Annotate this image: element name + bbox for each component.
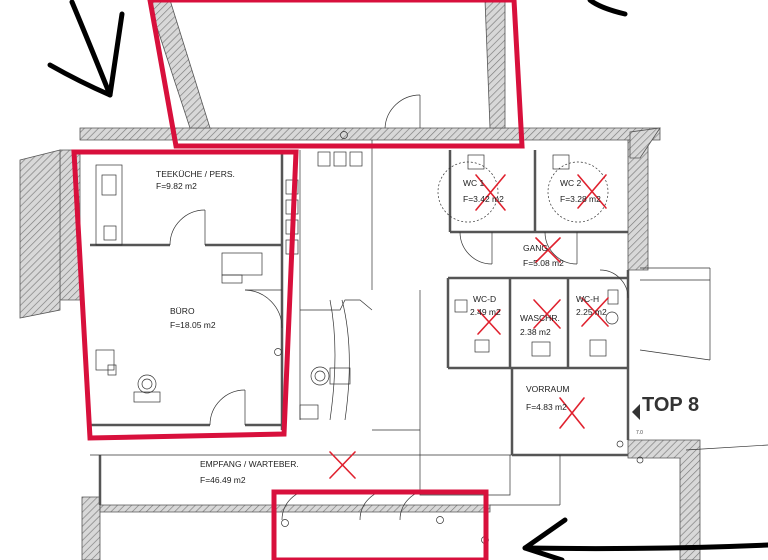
room-area-gang: F=5.08 m2 bbox=[523, 258, 564, 268]
exterior-walls bbox=[19, 0, 701, 560]
room-area-waschr: 2.38 m2 bbox=[520, 327, 551, 337]
room-label-waschr: WASCHR. bbox=[520, 313, 560, 323]
cross-waschr bbox=[533, 299, 561, 329]
room-area-wc-h: 2.25 m2 bbox=[576, 307, 607, 317]
room-area-wc-d: 2.49 m2 bbox=[470, 307, 501, 317]
room-label-gang: GANG bbox=[523, 243, 549, 253]
room-area-wc1: F=3.42 m2 bbox=[463, 194, 504, 204]
highlighted-areas bbox=[71, 0, 525, 560]
unit-marker-icon bbox=[632, 404, 640, 420]
room-area-vorraum: F=4.83 m2 bbox=[526, 402, 567, 412]
arrow-top-left bbox=[47, 0, 125, 98]
cross-wc-d bbox=[477, 309, 501, 335]
room-label-wc-d: WC-D bbox=[473, 294, 497, 304]
unit-label: TOP 8 bbox=[642, 394, 700, 416]
room-label-wc1: WC 1 bbox=[463, 178, 485, 188]
cross-empfang bbox=[329, 451, 356, 479]
cross-wc1 bbox=[475, 174, 506, 211]
cross-gang bbox=[535, 237, 561, 263]
hand-drawn-arrows bbox=[47, 0, 768, 560]
highlight-top-entrance bbox=[147, 0, 525, 149]
room-area-teekueche: F=9.82 m2 bbox=[156, 181, 197, 191]
room-area-buero: F=18.05 m2 bbox=[170, 320, 216, 330]
room-label-teekueche: TEEKÜCHE / PERS. bbox=[156, 169, 235, 179]
highlight-bottom-area bbox=[271, 489, 489, 560]
room-label-buero: BÜRO bbox=[170, 306, 195, 316]
room-label-vorraum: VORRAUM bbox=[526, 384, 570, 394]
room-area-empfang: F=46.49 m2 bbox=[200, 475, 246, 485]
arrow-bottom-right bbox=[522, 517, 768, 560]
room-label-empfang: EMPFANG / WARTEBER. bbox=[200, 459, 299, 469]
arrow-top-right bbox=[587, 0, 628, 17]
red-cross-marks bbox=[329, 174, 609, 479]
room-label-wc-h: WC-H bbox=[576, 294, 600, 304]
small-dimension-label: 7.0 bbox=[636, 430, 643, 436]
plan-linework bbox=[90, 94, 768, 544]
cross-wc-h bbox=[581, 297, 609, 327]
cross-wc2 bbox=[577, 174, 607, 209]
cross-vorraum bbox=[559, 397, 585, 429]
room-area-wc2: F=3.28 m2 bbox=[560, 194, 601, 204]
room-label-wc2: WC 2 bbox=[560, 178, 582, 188]
highlight-teekueche-buero bbox=[71, 149, 299, 441]
